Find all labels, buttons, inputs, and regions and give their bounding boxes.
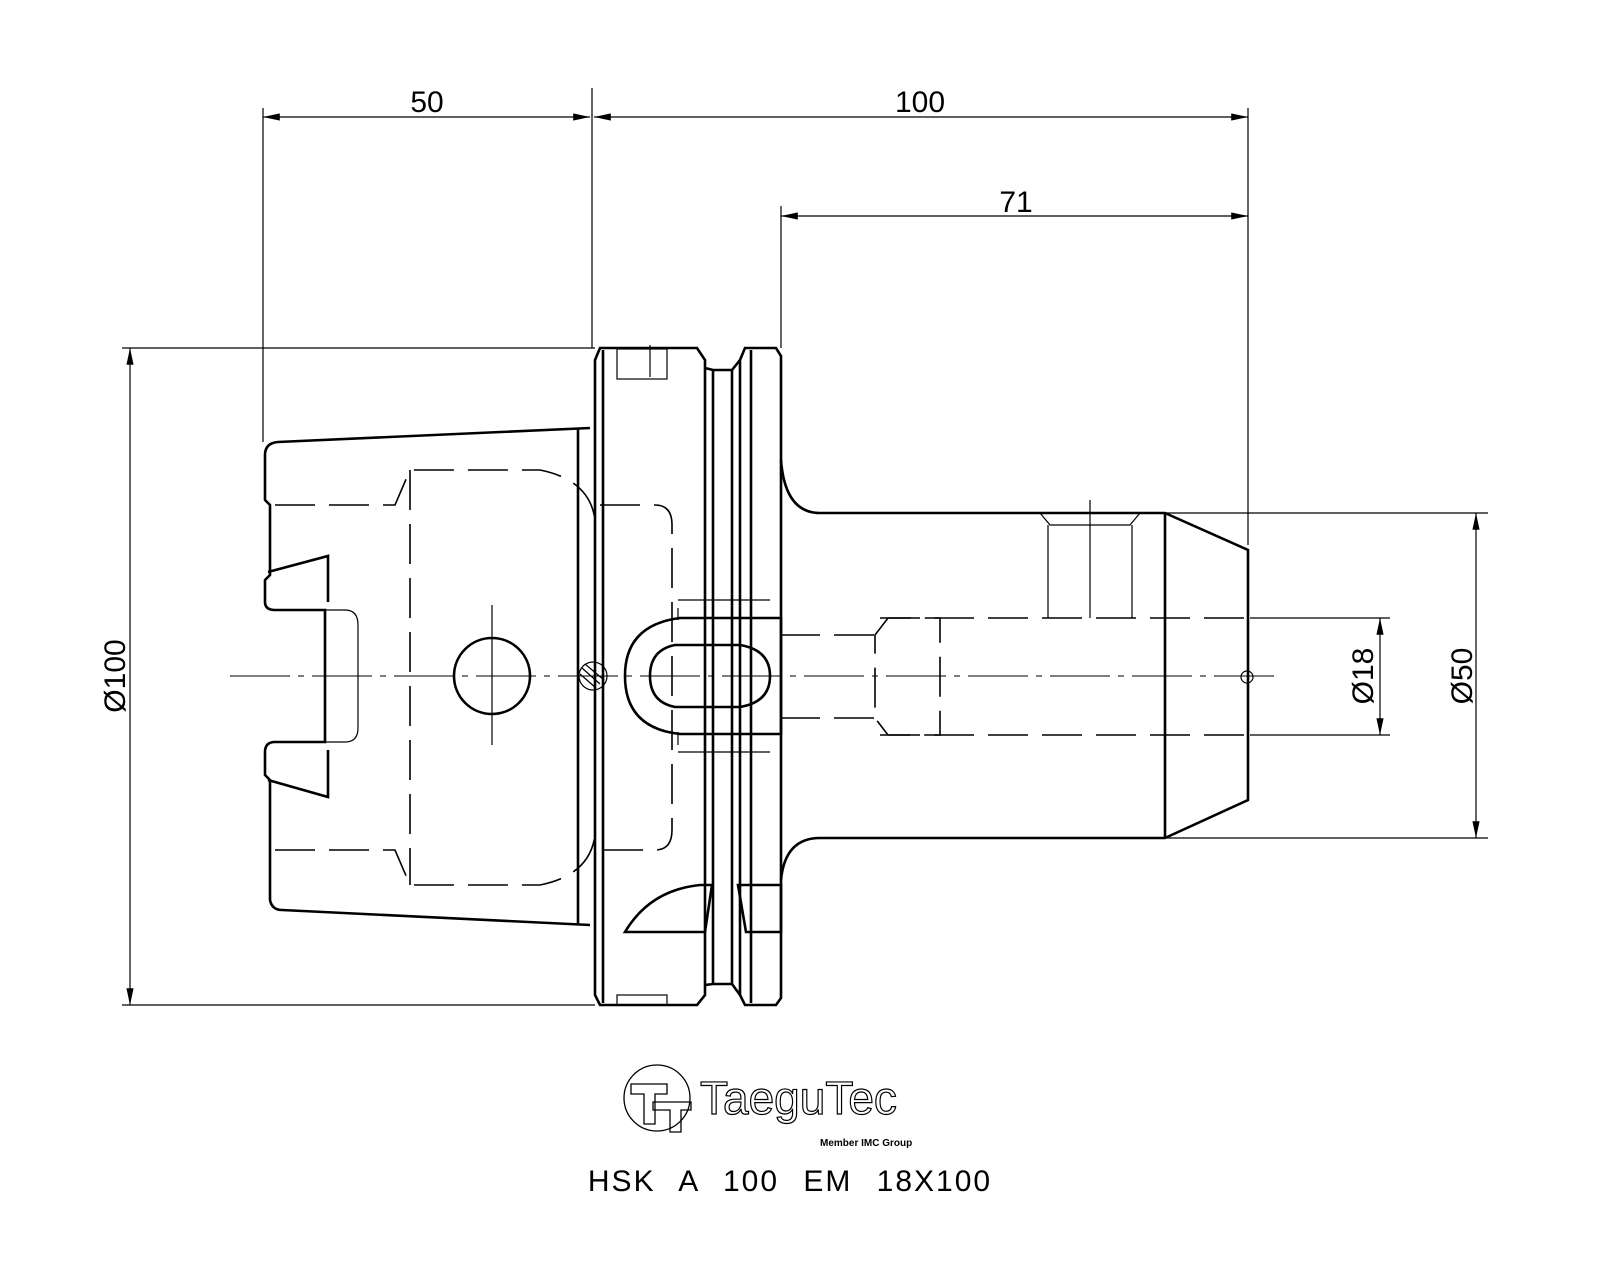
dim-d50-label: Ø50: [1446, 648, 1479, 705]
flange: [593, 345, 783, 1007]
dim-100-label: 100: [895, 86, 945, 119]
dimension-lines: [126, 113, 1480, 1005]
dim-71-label: 71: [999, 186, 1032, 219]
dim-d100-label: Ø100: [99, 639, 132, 712]
tool-designation: HSK A 100 EM 18X100: [587, 1165, 993, 1198]
shank: [779, 459, 1254, 881]
logo-brand: TaeguTec: [700, 1072, 897, 1124]
logo-tagline: Member IMC Group: [820, 1138, 912, 1149]
extension-lines: [122, 88, 1488, 1006]
dim-50-label: 50: [410, 86, 443, 119]
taegutec-logo: TaeguTec Member IMC Group: [623, 1064, 912, 1149]
hsk-taper: [263, 426, 608, 927]
dim-d18-label: Ø18: [1347, 648, 1380, 705]
